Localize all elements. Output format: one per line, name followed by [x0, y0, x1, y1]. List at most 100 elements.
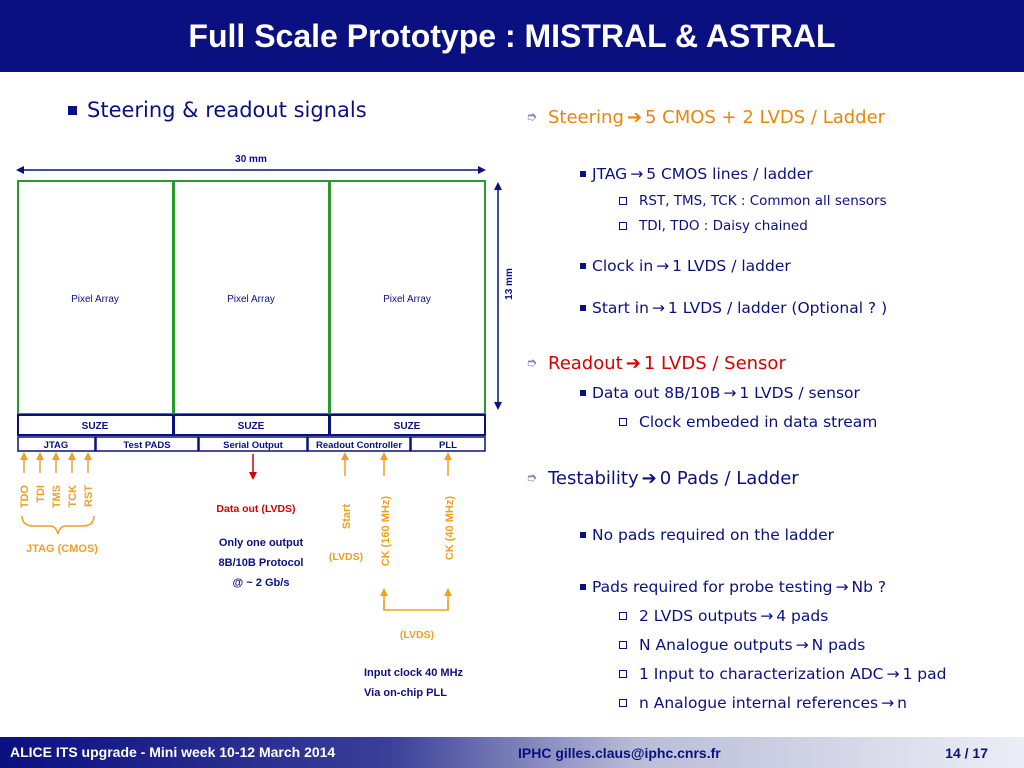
right-arrow-icon: →	[795, 636, 809, 654]
start-label: Start	[341, 504, 353, 529]
slide-title: Full Scale Prototype : MISTRAL & ASTRAL	[188, 17, 836, 54]
footer-contact: IPHC gilles.claus@iphc.cnrs.fr	[518, 745, 721, 761]
start-label: Start in	[592, 299, 649, 317]
left-heading-text: Steering & readout signals	[87, 98, 367, 122]
square-bullet-icon	[580, 171, 592, 177]
readout-line: ➮ Readout ➔ 1 LVDS / Sensor	[526, 353, 786, 374]
square-bullet-icon	[580, 390, 592, 396]
suze-label: SUZE	[394, 421, 421, 432]
start-lvds-label: (LVDS)	[329, 551, 363, 563]
jtag-sub-2: TDI, TDO : Daisy chained	[619, 218, 808, 234]
title-bar: Full Scale Prototype : MISTRAL & ASTRAL	[0, 0, 1024, 72]
bold-right-arrow-icon: ➔	[641, 468, 657, 489]
hollow-square-bullet-icon	[619, 670, 631, 678]
pads-required-label: Pads required for probe testing	[592, 578, 833, 596]
pixel-array-1: Pixel Array	[17, 180, 174, 415]
jtag-signal-tck: TCK	[67, 485, 79, 508]
hollow-square-bullet-icon	[619, 197, 631, 205]
output-note-1: Only one output	[219, 537, 304, 549]
periphery-jtag: JTAG	[17, 436, 96, 452]
jtag-signal-tdi: TDI	[35, 485, 47, 503]
pixel-array-3: Pixel Array	[329, 180, 486, 415]
jtag-brace	[21, 515, 95, 535]
output-note-3: @ ~ 2 Gb/s	[233, 577, 290, 589]
suze-block-3: SUZE	[329, 414, 486, 436]
right-arrow-icon: →	[835, 578, 849, 596]
pads-sub-3: 1 Input to characterization ADC → 1 pad	[619, 665, 946, 683]
pixel-array-label: Pixel Array	[383, 294, 431, 305]
square-bullet-icon	[580, 532, 592, 538]
suze-label: SUZE	[238, 421, 265, 432]
clock-bracket	[383, 600, 449, 611]
right-arrow-icon: →	[723, 384, 737, 402]
bold-right-arrow-icon: ➔	[625, 353, 641, 374]
jtag-line: JTAG → 5 CMOS lines / ladder	[580, 165, 813, 183]
square-bullet-icon	[580, 263, 592, 269]
pixel-array-label: Pixel Array	[227, 294, 275, 305]
pads-required-value: Nb ?	[851, 578, 887, 596]
suze-block-1: SUZE	[17, 414, 174, 436]
jtag-sub-1: RST, TMS, TCK : Common all sensors	[619, 193, 887, 209]
right-arrow-icon: →	[760, 607, 774, 625]
page-number: 14 / 17	[945, 745, 988, 761]
hollow-square-bullet-icon	[619, 418, 631, 426]
data-out-label: Data out (LVDS)	[216, 503, 295, 515]
periphery-serial-output: Serial Output	[198, 436, 308, 452]
right-arrow-icon: →	[656, 257, 670, 275]
steering-value: 5 CMOS + 2 LVDS / Ladder	[644, 107, 886, 128]
sensor-diagram: 30 mm 13 mm Pixel Array Pixel Array Pixe…	[16, 154, 515, 699]
no-pads-line: No pads required on the ladder	[580, 526, 834, 544]
arrow-bullet-icon: ➮	[526, 110, 537, 125]
pixel-array-label: Pixel Array	[71, 294, 119, 305]
start-line: Start in → 1 LVDS / ladder (Optional ? )	[580, 299, 887, 317]
clock-value: 1 LVDS / ladder	[672, 257, 791, 275]
start-value: 1 LVDS / ladder (Optional ? )	[667, 299, 888, 317]
pads-sub-1: 2 LVDS outputs → 4 pads	[619, 607, 828, 625]
svg-text:JTAG: JTAG	[44, 440, 69, 451]
testability-value: 0 Pads / Ladder	[659, 468, 799, 489]
right-arrow-icon: →	[881, 694, 895, 712]
jtag-group-label: JTAG (CMOS)	[26, 543, 98, 555]
square-bullet-icon	[580, 305, 592, 311]
pads-required-line: Pads required for probe testing → Nb ?	[580, 578, 886, 596]
svg-text:Serial Output: Serial Output	[223, 440, 283, 451]
input-clock-note-1: Input clock 40 MHz	[364, 667, 464, 679]
jtag-signal-tdo: TDO	[19, 485, 31, 509]
height-label: 13 mm	[504, 268, 515, 300]
suze-block-2: SUZE	[173, 414, 330, 436]
data-out-line: Data out 8B/10B → 1 LVDS / sensor	[580, 384, 860, 402]
steering-line: ➮ Steering ➔ 5 CMOS + 2 LVDS / Ladder	[526, 107, 885, 128]
hollow-square-bullet-icon	[619, 612, 631, 620]
clock-label: Clock in	[592, 257, 654, 275]
square-bullet-icon	[580, 584, 592, 590]
right-arrow-icon: →	[886, 665, 900, 683]
bold-right-arrow-icon: ➔	[626, 107, 642, 128]
svg-text:PLL: PLL	[439, 440, 457, 451]
periphery-test-pads: Test PADS	[95, 436, 199, 452]
steering-label: Steering	[548, 107, 624, 128]
right-arrow-icon: →	[651, 299, 665, 317]
suze-label: SUZE	[82, 421, 109, 432]
input-clock-note-2: Via on-chip PLL	[364, 687, 447, 699]
ck40-label: CK (40 MHz)	[444, 496, 456, 561]
arrow-bullet-icon: ➮	[526, 356, 537, 371]
data-out-sub: Clock embeded in data stream	[619, 413, 877, 431]
width-label: 30 mm	[235, 154, 267, 165]
no-pads-text: No pads required on the ladder	[592, 526, 835, 544]
jtag-value: 5 CMOS lines / ladder	[646, 165, 813, 183]
svg-text:Test PADS: Test PADS	[123, 440, 170, 451]
footer-bar: ALICE ITS upgrade - Mini week 10-12 Marc…	[0, 737, 1024, 768]
pixel-array-2: Pixel Array	[173, 180, 330, 415]
pads-sub-2: N Analogue outputs → N pads	[619, 636, 865, 654]
left-heading: Steering & readout signals	[68, 98, 367, 122]
data-out-label: Data out 8B/10B	[592, 384, 721, 402]
clock-lvds-label: (LVDS)	[400, 629, 434, 641]
testability-line: ➮ Testability ➔ 0 Pads / Ladder	[526, 468, 799, 489]
footer-event: ALICE ITS upgrade - Mini week 10-12 Marc…	[10, 744, 336, 760]
periphery-pll: PLL	[410, 436, 486, 452]
readout-label: Readout	[548, 353, 623, 374]
hollow-square-bullet-icon	[619, 641, 631, 649]
output-note-2: 8B/10B Protocol	[219, 557, 304, 569]
jtag-label: JTAG	[592, 165, 628, 183]
ck160-label: CK (160 MHz)	[380, 496, 392, 567]
